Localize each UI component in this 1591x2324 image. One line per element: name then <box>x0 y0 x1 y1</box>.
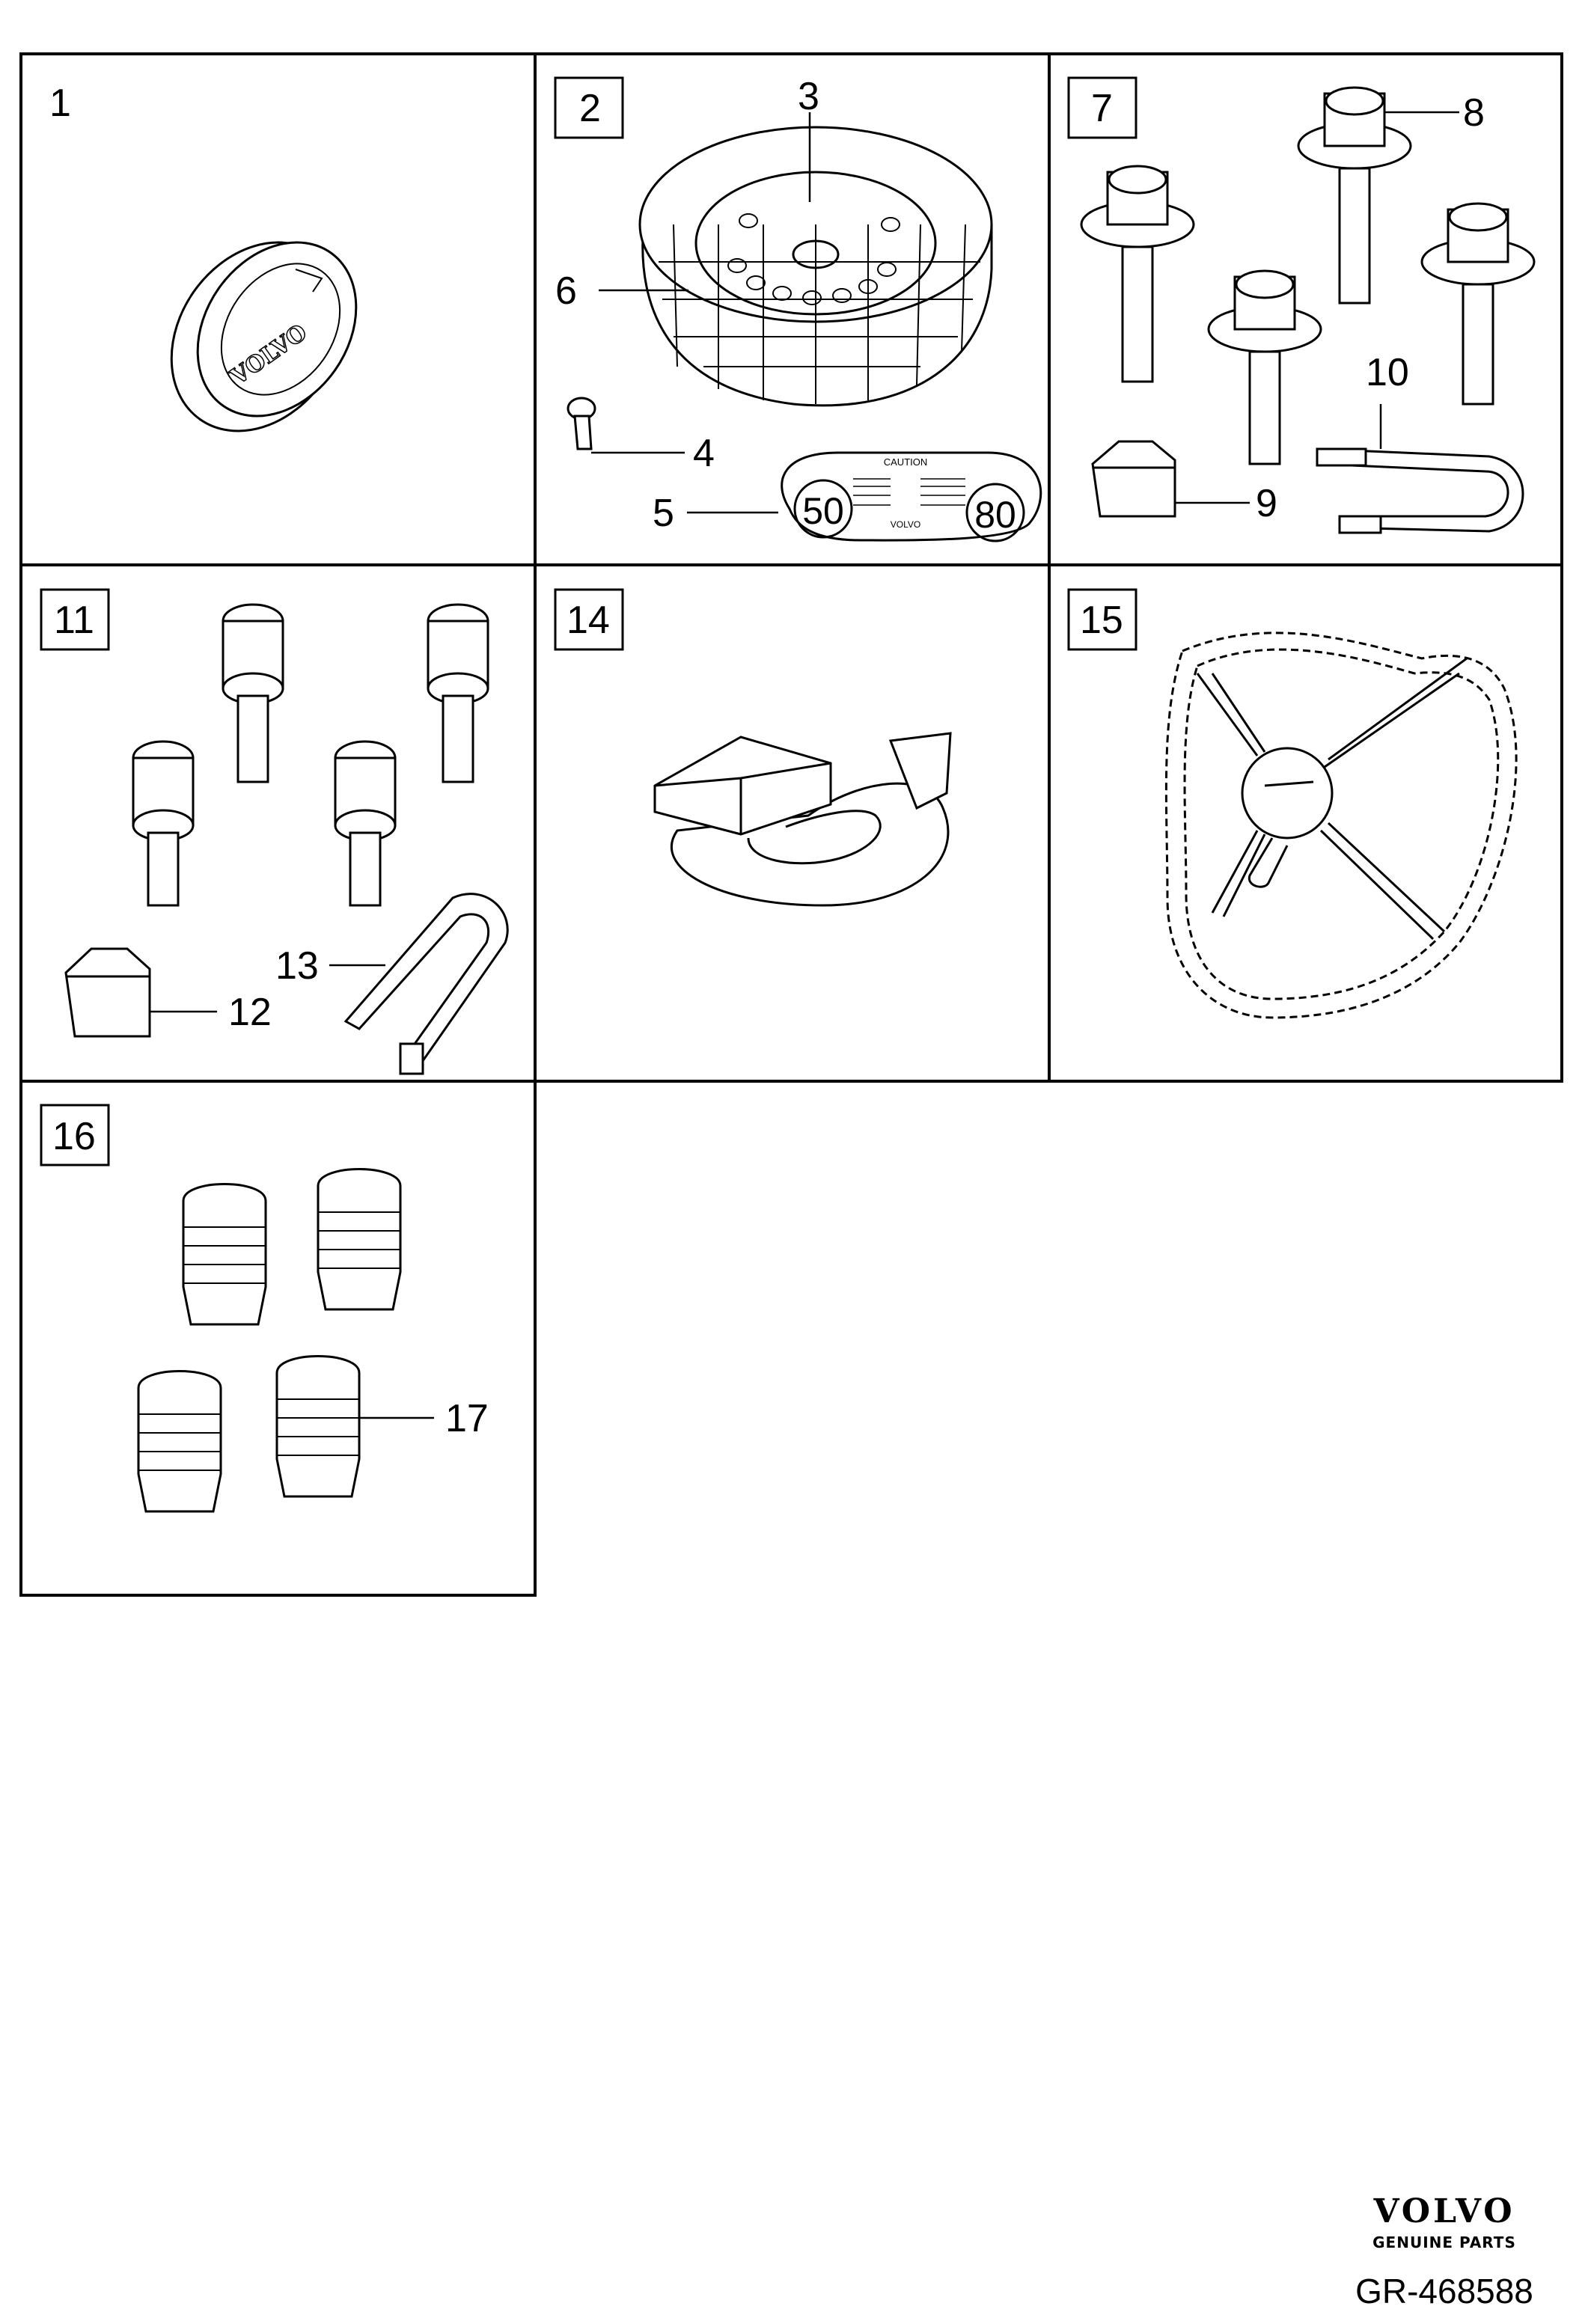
callout-6: 6 <box>555 269 577 313</box>
panel-15-number: 15 <box>1080 599 1123 642</box>
panel-16-frame <box>19 1080 537 1597</box>
snow-chain-illustration <box>1164 632 1518 1019</box>
tow-strap-illustration <box>653 732 952 907</box>
panel-14-number-box <box>554 588 624 651</box>
reference-number: GR-468588 <box>1355 2272 1533 2311</box>
lock-bolt-cap-illustration <box>64 947 151 1038</box>
decal-speed-mph: 50 <box>802 490 844 532</box>
callout-12: 12 <box>228 991 272 1034</box>
spare-wheel-illustration <box>638 126 993 407</box>
callout-13: 13 <box>275 944 319 988</box>
lock-tool-illustration <box>343 893 509 1075</box>
callout-4: 4 <box>693 432 715 475</box>
cap-remover-tool-illustration <box>1316 447 1524 534</box>
panel-15-frame <box>1048 563 1563 1083</box>
panel-11-number-box <box>40 588 110 651</box>
callout-3: 3 <box>798 75 819 118</box>
callout-8: 8 <box>1463 91 1485 135</box>
brand-logo: VOLVO <box>1373 2192 1515 2230</box>
panel-15-number-box <box>1067 588 1137 651</box>
decal-speed-kmh: 80 <box>974 494 1016 536</box>
hubcap-illustration: VOLVO <box>170 241 358 432</box>
panel-2-number-box <box>554 76 624 139</box>
bolt-cap-illustration <box>1091 440 1176 518</box>
locking-bolts-illustration <box>132 603 489 907</box>
panel-16-number: 16 <box>52 1115 96 1158</box>
brand-tagline: GENUINE PARTS <box>1372 2233 1516 2251</box>
panel-7-number: 7 <box>1091 87 1113 130</box>
decal-brand: VOLVO <box>891 519 920 530</box>
panel-7-number-box <box>1067 76 1137 139</box>
speed-decal-illustration: CAUTION 50 80 VOLVO <box>781 451 1042 542</box>
valve-caps-illustration <box>137 1168 402 1513</box>
wheel-bolts-illustration <box>1080 86 1536 465</box>
panel-14-number: 14 <box>567 599 610 642</box>
callout-10: 10 <box>1366 351 1409 394</box>
decal-caution: CAUTION <box>884 456 928 468</box>
panel-11-number: 11 <box>54 599 94 642</box>
panel-2-number: 2 <box>579 87 601 130</box>
callout-17: 17 <box>445 1397 489 1440</box>
valve-illustration <box>567 397 596 450</box>
panel-1-number: 1 <box>49 82 71 125</box>
panel-16-number-box <box>40 1104 110 1166</box>
callout-5: 5 <box>653 492 674 535</box>
callout-9: 9 <box>1256 482 1277 525</box>
